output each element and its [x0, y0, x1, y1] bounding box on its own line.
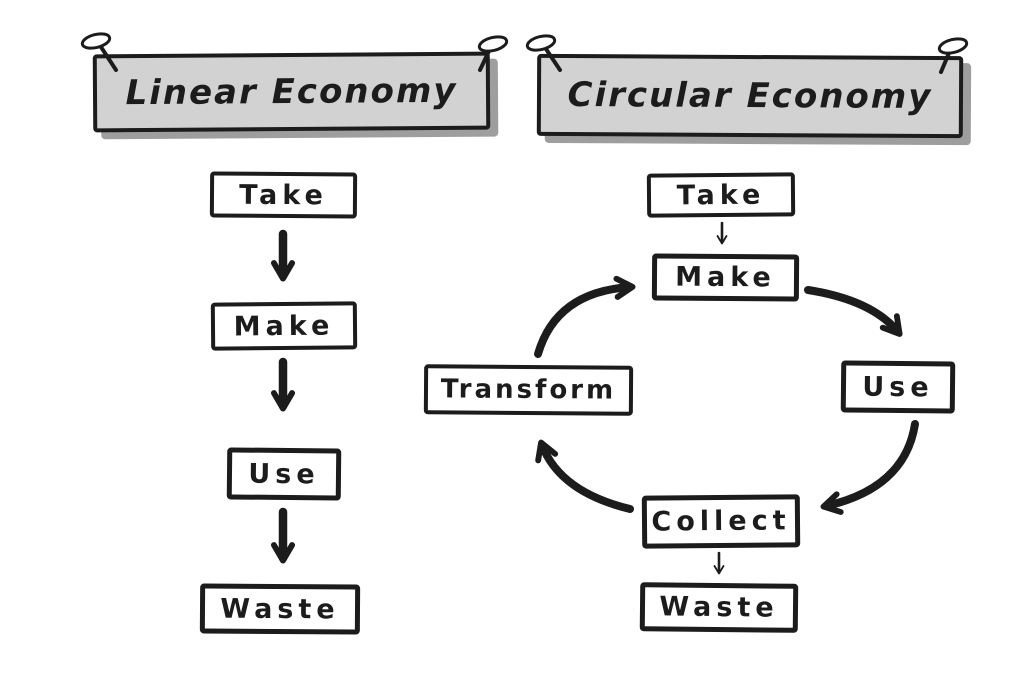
arrow-use-collect [820, 420, 919, 515]
circular-step-collect: Collect [641, 494, 801, 549]
circular-step-use: Use [840, 360, 956, 414]
linear-step-use: Use [226, 447, 342, 501]
circular-step-transform: Transform [423, 364, 634, 416]
arrow-transform-make [534, 275, 636, 358]
circular-step-waste: Waste [639, 582, 799, 633]
linear-step-waste-label: Waste [220, 593, 340, 625]
circular-step-transform-label: Transform [440, 374, 617, 406]
circular-step-make-label: Make [675, 261, 776, 294]
pushpin-icon [477, 35, 509, 72]
arrow-collect-transform [535, 439, 634, 513]
linear-step-waste: Waste [199, 583, 361, 635]
linear-step-make: Make [210, 301, 358, 351]
linear-step-take: Take [209, 171, 358, 219]
linear-step-make-label: Make [233, 310, 335, 342]
pushpin-icon [937, 37, 969, 74]
circular-step-collect-label: Collect [651, 505, 791, 538]
pushpin-icon [525, 34, 562, 72]
linear-step-take-label: Take [239, 179, 328, 211]
circular-step-take: Take [646, 172, 796, 218]
circular-step-waste-label: Waste [659, 591, 779, 624]
circular-step-use-label: Use [862, 371, 934, 403]
pushpin-icon [80, 32, 118, 72]
circular-step-take-label: Take [676, 179, 766, 211]
linear-step-use-label: Use [248, 458, 320, 490]
arrow-make-use [804, 286, 903, 337]
circular-step-make: Make [651, 253, 800, 302]
